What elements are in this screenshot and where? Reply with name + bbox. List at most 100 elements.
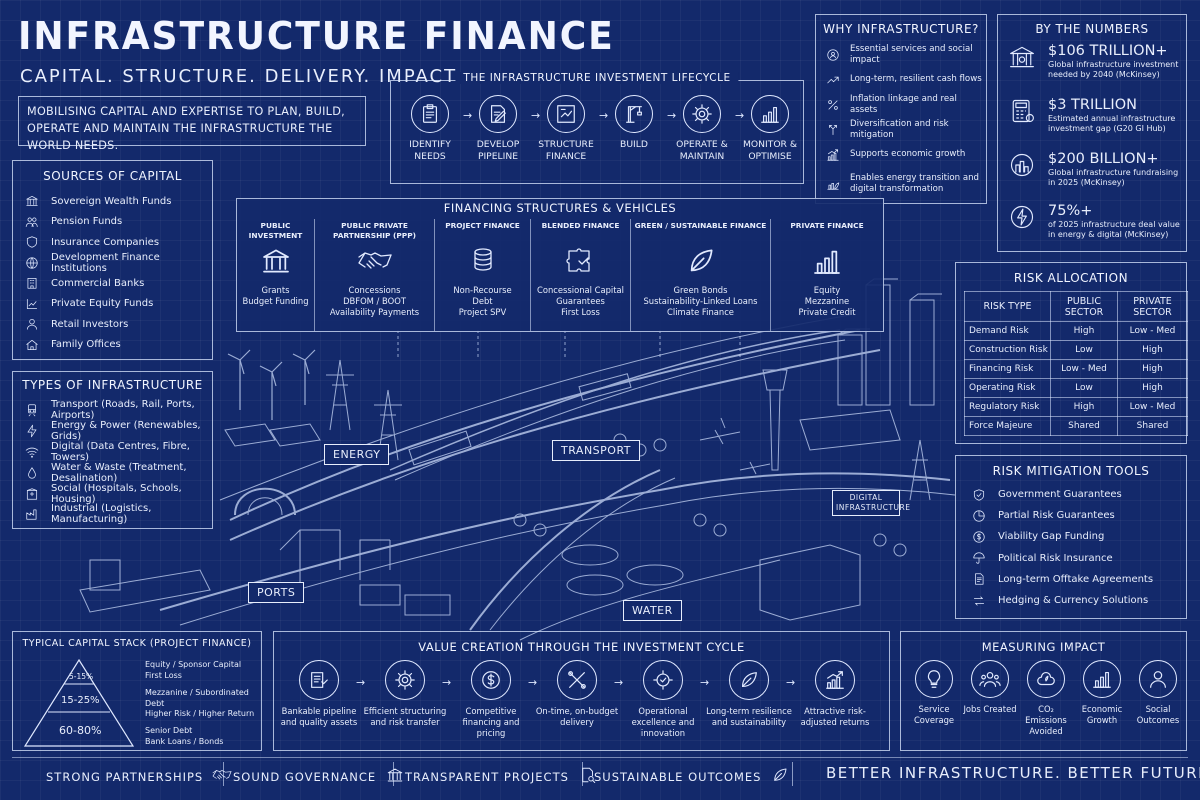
value-creation-step: Efficient structuring and risk transfer xyxy=(362,660,448,728)
capital-stack-title: TYPICAL CAPITAL STACK (PROJECT FINANCE) xyxy=(22,638,252,649)
capital-stack-panel: TYPICAL CAPITAL STACK (PROJECT FINANCE) … xyxy=(12,631,262,751)
footer-value: TRANSPARENT PROJECTS xyxy=(405,766,599,787)
financing-column-desc: Non-Recourse Debt Project SPV xyxy=(453,285,512,317)
by-the-numbers-panel: BY THE NUMBERS $106 TRILLION+Global infr… xyxy=(997,14,1187,252)
why-item-label: Long-term, resilient cash flows xyxy=(850,74,982,84)
financing-column-desc: Grants Budget Funding xyxy=(242,285,309,306)
mitigation-item: Partial Risk Guarantees xyxy=(972,505,1186,526)
scene-label-ports: PORTS xyxy=(248,582,305,603)
sources-item: Commercial Banks xyxy=(25,273,212,294)
sources-item-label: Commercial Banks xyxy=(51,277,145,289)
public-sector-cell: Shared xyxy=(1050,416,1118,436)
public-sector-cell: High xyxy=(1050,397,1118,417)
financing-title: FINANCING STRUCTURES & VEHICLES xyxy=(443,201,677,215)
sources-item-label: Insurance Companies xyxy=(51,236,160,248)
page-title: INFRASTRUCTURE FINANCE xyxy=(18,14,615,58)
footer-slogan: BETTER INFRASTRUCTURE. BETTER FUTURE. xyxy=(826,764,1200,782)
number-value: $3 TRILLION xyxy=(1048,97,1137,113)
footer-value: STRONG PARTNERSHIPS xyxy=(46,766,233,787)
leaf-icon xyxy=(761,766,791,787)
financing-structures-panel: FINANCING STRUCTURES & VEHICLES PUBLIC I… xyxy=(236,198,884,332)
lifecycle-step: STRUCTURE FINANCE xyxy=(535,95,597,163)
footer-value: SOUND GOVERNANCE xyxy=(233,766,406,787)
gear-icon xyxy=(385,660,425,700)
sources-item: Insurance Companies xyxy=(25,232,212,253)
calculator-icon xyxy=(1008,97,1040,129)
stack-label-mezzanine: Mezzanine / Subordinated Debt Higher Ris… xyxy=(145,688,255,718)
cloud-icon xyxy=(1027,660,1065,698)
number-stat: $106 TRILLION+Global infrastructure inve… xyxy=(1008,43,1188,80)
why-item: Enables energy transition and digital tr… xyxy=(826,167,982,201)
bar-chart-icon xyxy=(1083,660,1121,698)
leaf-icon xyxy=(631,241,770,281)
sources-item-label: Retail Investors xyxy=(51,318,129,330)
people-circle-icon xyxy=(826,48,840,62)
risk-type-cell: Construction Risk xyxy=(964,340,1051,360)
financing-column-title: GREEN / SUSTAINABLE FINANCE xyxy=(634,221,767,230)
mitigation-item-label: Hedging & Currency Solutions xyxy=(998,595,1149,607)
footer-separator xyxy=(223,762,224,786)
house-icon xyxy=(25,338,39,352)
mitigation-item-label: Viability Gap Funding xyxy=(998,531,1105,543)
stack-pct-mezzanine: 15-25% xyxy=(61,695,100,706)
mitigation-item-label: Political Risk Insurance xyxy=(998,552,1113,564)
why-item: Diversification and risk mitigation xyxy=(826,117,982,142)
sources-item-label: Pension Funds xyxy=(51,216,123,228)
lifecycle-step: DEVELOP PIPELINE xyxy=(467,95,529,163)
risk-type-cell: Operating Risk xyxy=(964,378,1051,398)
private-sector-cell: Shared xyxy=(1117,416,1188,436)
arrow-right-icon: → xyxy=(667,109,677,122)
arrow-right-icon: → xyxy=(531,109,541,122)
footer-separator xyxy=(393,762,394,786)
types-item: Social (Hospitals, Schools, Housing) xyxy=(25,483,212,505)
number-value: $106 TRILLION+ xyxy=(1048,43,1168,59)
globe-icon xyxy=(25,256,39,270)
trend-icon xyxy=(826,73,840,87)
arrow-right-icon: → xyxy=(735,109,745,122)
footer-separator xyxy=(792,762,793,786)
scene-label-digital: DIGITAL INFRASTRUCTURE xyxy=(832,490,910,516)
impact-metric-label: Economic Growth xyxy=(1081,704,1123,725)
why-item-label: Enables energy transition and digital tr… xyxy=(850,173,979,194)
arrow-right-icon: → xyxy=(614,676,624,689)
impact-metric-label: Social Outcomes xyxy=(1136,704,1180,725)
value-creation-step: Long-term resilience and sustainability xyxy=(706,660,792,728)
value-creation-step-label: Attractive risk-adjusted returns xyxy=(800,706,870,727)
handshake-icon xyxy=(315,241,434,281)
pencil-doc-icon xyxy=(479,95,517,133)
lifecycle-title: THE INFRASTRUCTURE INVESTMENT LIFECYCLE xyxy=(455,72,739,84)
train-icon xyxy=(25,403,39,417)
types-item-label: Energy & Power (Renewables, Grids) xyxy=(51,420,201,443)
sources-item: Private Equity Funds xyxy=(25,294,212,315)
structure-icon xyxy=(547,95,585,133)
public-sector-cell: Low xyxy=(1050,378,1118,398)
exchange-icon xyxy=(972,594,986,608)
public-sector-cell: Low xyxy=(1050,340,1118,360)
arrow-right-icon: → xyxy=(356,676,366,689)
impact-title: MEASURING IMPACT xyxy=(981,640,1106,654)
mitigation-item: Government Guarantees xyxy=(972,484,1186,505)
value-creation-step: Operational excellence and innovation xyxy=(620,660,706,739)
value-creation-panel: VALUE CREATION THROUGH THE INVESTMENT CY… xyxy=(273,631,890,751)
risk-table: RISK TYPE PUBLIC SECTOR PRIVATE SECTOR D… xyxy=(964,291,1188,436)
value-creation-step-label: Competitive financing and pricing xyxy=(462,706,520,738)
why-item: Long-term, resilient cash flows xyxy=(826,67,982,92)
why-item: Supports economic growth xyxy=(826,142,982,167)
financing-column-title: PRIVATE FINANCE xyxy=(790,221,864,230)
types-item: Industrial (Logistics, Manufacturing) xyxy=(25,503,212,525)
footer-value-label: SUSTAINABLE OUTCOMES xyxy=(594,769,762,784)
page-tagline: CAPITAL. STRUCTURE. DELIVERY. IMPACT. xyxy=(20,66,463,87)
impact-metric: Social Outcomes xyxy=(1129,660,1187,726)
risk-col-private: PRIVATE SECTOR xyxy=(1117,291,1188,322)
lifecycle-step-label: MONITOR & OPTIMISE xyxy=(742,139,798,162)
bar-chart-icon xyxy=(751,95,789,133)
bank-icon xyxy=(237,241,314,281)
